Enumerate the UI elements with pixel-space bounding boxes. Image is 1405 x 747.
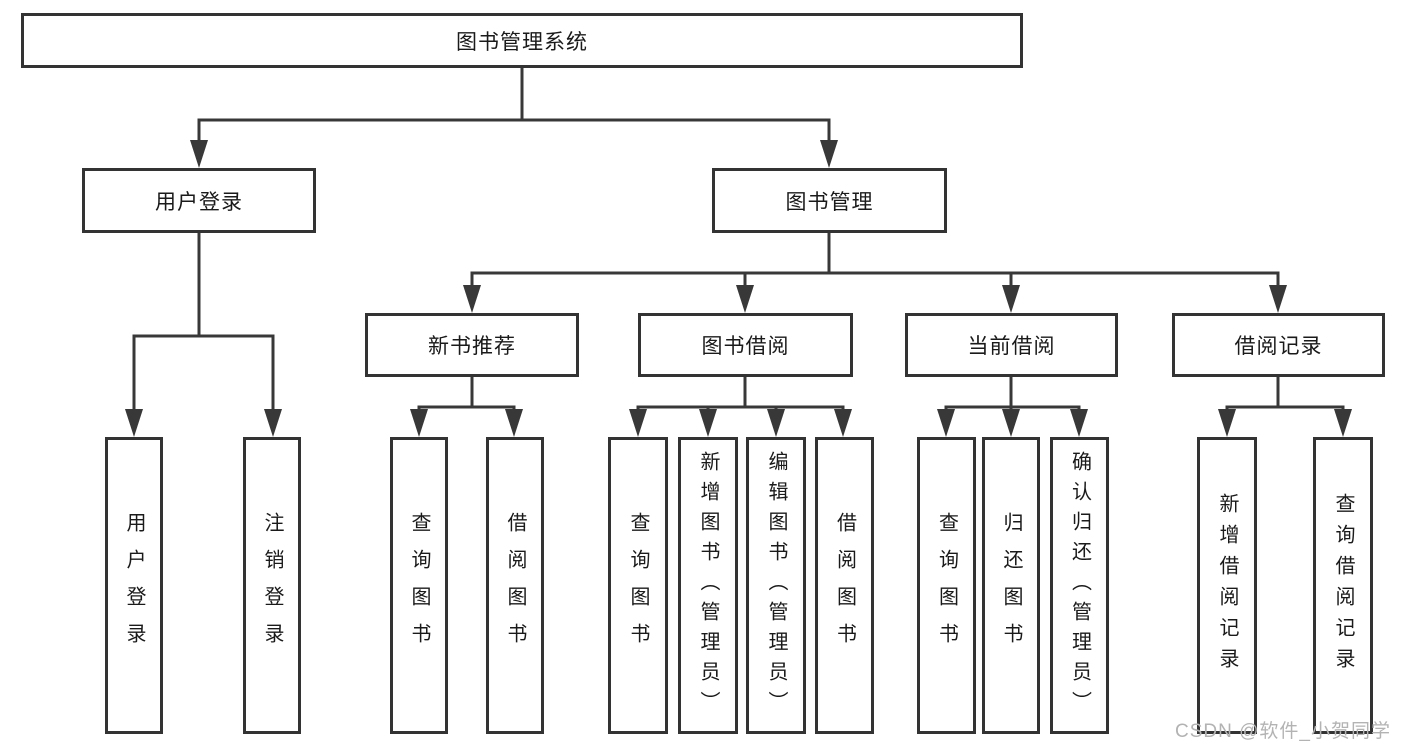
node-new-book-recommend-label: 新书推荐 [428,335,516,358]
leaf-current-confirm-return-admin: 确认归还（管理员） [1050,437,1109,734]
leaf-borrowing-add-books-admin: 新增图书（管理员） [678,437,738,734]
node-current-borrowing-label: 当前借阅 [967,335,1056,358]
leaf-logout: 注销登录 [243,437,301,734]
leaf-user-login-label: 用户登录 [123,511,145,660]
leaf-borrowing-edit-books-admin-label: 编辑图书（管理员） [765,450,787,721]
node-user-login: 用户登录 [82,168,316,233]
leaf-records-query-record: 查询借阅记录 [1313,437,1373,734]
leaf-user-login: 用户登录 [105,437,163,734]
leaf-records-query-record-label: 查询借阅记录 [1332,492,1354,679]
node-new-book-recommend: 新书推荐 [365,313,579,377]
node-borrowing-records: 借阅记录 [1172,313,1385,377]
node-root: 图书管理系统 [21,13,1023,68]
leaf-logout-label: 注销登录 [261,511,283,660]
leaf-borrowing-borrow-books-label: 借阅图书 [833,511,856,660]
leaf-recommend-borrow-books-label: 借阅图书 [504,511,526,660]
leaf-borrowing-query-books: 查询图书 [608,437,668,734]
leaf-records-add-record-label: 新增借阅记录 [1216,492,1238,679]
leaf-current-query-books-label: 查询图书 [935,511,958,660]
node-book-management: 图书管理 [712,168,947,233]
node-book-borrowing-label: 图书借阅 [701,335,790,358]
node-book-borrowing: 图书借阅 [638,313,853,377]
leaf-recommend-query-books: 查询图书 [390,437,448,734]
leaf-borrowing-borrow-books: 借阅图书 [815,437,874,734]
leaf-recommend-query-books-label: 查询图书 [408,511,430,660]
node-book-management-label: 图书管理 [785,190,874,214]
leaf-borrowing-query-books-label: 查询图书 [627,511,649,660]
node-root-label: 图书管理系统 [456,30,588,54]
leaf-recommend-borrow-books: 借阅图书 [486,437,544,734]
leaf-current-query-books: 查询图书 [917,437,976,734]
leaf-borrowing-add-books-admin-label: 新增图书（管理员） [697,450,719,721]
leaf-current-confirm-return-admin-label: 确认归还（管理员） [1068,450,1091,721]
leaf-current-return-books: 归还图书 [982,437,1040,734]
node-user-login-label: 用户登录 [155,190,243,214]
leaf-current-return-books-label: 归还图书 [1000,511,1022,660]
node-current-borrowing: 当前借阅 [905,313,1118,377]
node-borrowing-records-label: 借阅记录 [1234,335,1323,358]
leaf-borrowing-edit-books-admin: 编辑图书（管理员） [746,437,806,734]
leaf-records-add-record: 新增借阅记录 [1197,437,1257,734]
arrowheads [125,140,1352,437]
csdn-watermark: CSDN @软件_小贺同学 [1175,721,1391,742]
